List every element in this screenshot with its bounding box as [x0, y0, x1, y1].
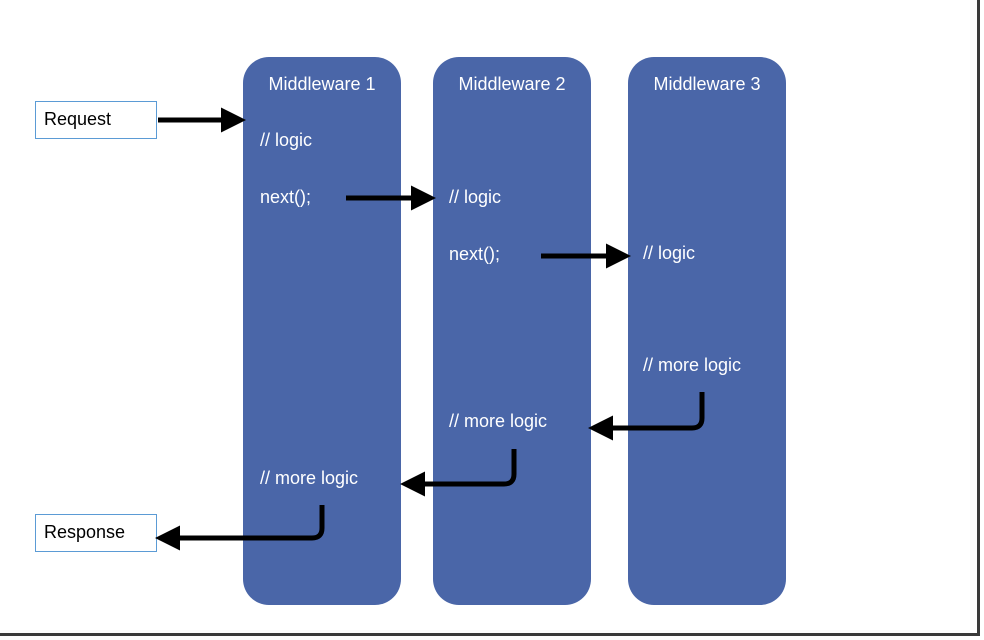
middleware-1-more-logic: // more logic: [260, 468, 359, 488]
request-box: Request: [35, 101, 157, 139]
middleware-2-logic: // logic: [449, 187, 502, 207]
middleware-3-more-logic: // more logic: [643, 355, 742, 375]
middleware-1-logic: // logic: [260, 130, 313, 150]
middleware-2-block: Middleware 2: [433, 57, 591, 605]
middleware-2-next: next();: [449, 244, 501, 264]
middleware-1-next: next();: [260, 187, 312, 207]
middleware-2-more-logic: // more logic: [449, 411, 548, 431]
middleware-3-logic: // logic: [643, 243, 696, 263]
middleware-3-title: Middleware 3: [653, 74, 761, 94]
middleware-1-title: Middleware 1: [268, 74, 376, 94]
middleware-3-block: Middleware 3: [628, 57, 786, 605]
response-box: Response: [35, 514, 157, 552]
middleware-2-title: Middleware 2: [458, 74, 566, 94]
